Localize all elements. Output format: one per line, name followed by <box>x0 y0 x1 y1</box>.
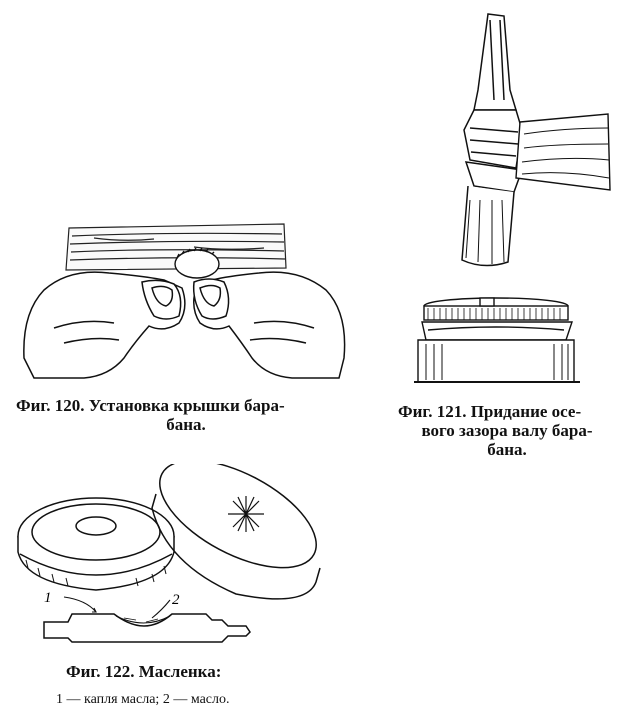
figure-122-legend: 1 — капля масла; 2 — масло. <box>56 690 316 709</box>
figure-121-caption-line2: вого зазора валу бара- <box>421 421 593 440</box>
figure-121-caption-line1: Придание осе- <box>470 402 582 421</box>
figure-122-caption: Фиг. 122. Масленка: <box>66 662 306 681</box>
callout-1: 1 <box>44 590 52 606</box>
oiler-disk-left <box>17 497 175 591</box>
figure-122-caption-text: Масленка: <box>138 662 222 681</box>
callout-leaders <box>63 596 171 619</box>
figure-121-caption: Фиг. 121. Придание осе- вого зазора валу… <box>398 402 616 459</box>
star-icon <box>228 496 264 532</box>
hammer-handle <box>515 113 611 191</box>
callout-2: 2 <box>172 592 180 608</box>
figure-121-label: Фиг. 121. <box>398 402 467 421</box>
barrel-cover <box>174 247 220 279</box>
right-hand <box>192 271 346 379</box>
figure-120-caption-line1: Установка крышки бара- <box>88 396 285 415</box>
barrel-drum <box>414 297 580 383</box>
hammer-head <box>461 13 524 267</box>
figure-122-label: Фиг. 122. <box>66 662 135 681</box>
figure-122-illustration: 1 2 <box>6 464 336 654</box>
figure-120-caption: Фиг. 120. Установка крышки бара- бана. <box>16 396 356 434</box>
figure-122-legend-text: 1 — капля масла; 2 — масло. <box>56 692 230 707</box>
figure-121-caption-line3: бана. <box>487 440 527 459</box>
figure-121-illustration <box>404 10 614 384</box>
figure-120-caption-line2: бана. <box>166 415 206 434</box>
figure-120-label: Фиг. 120. <box>16 396 85 415</box>
wood-board <box>65 223 287 271</box>
oiler-cross-section <box>43 613 251 643</box>
figure-120-illustration <box>14 218 354 386</box>
left-hand <box>23 271 186 379</box>
